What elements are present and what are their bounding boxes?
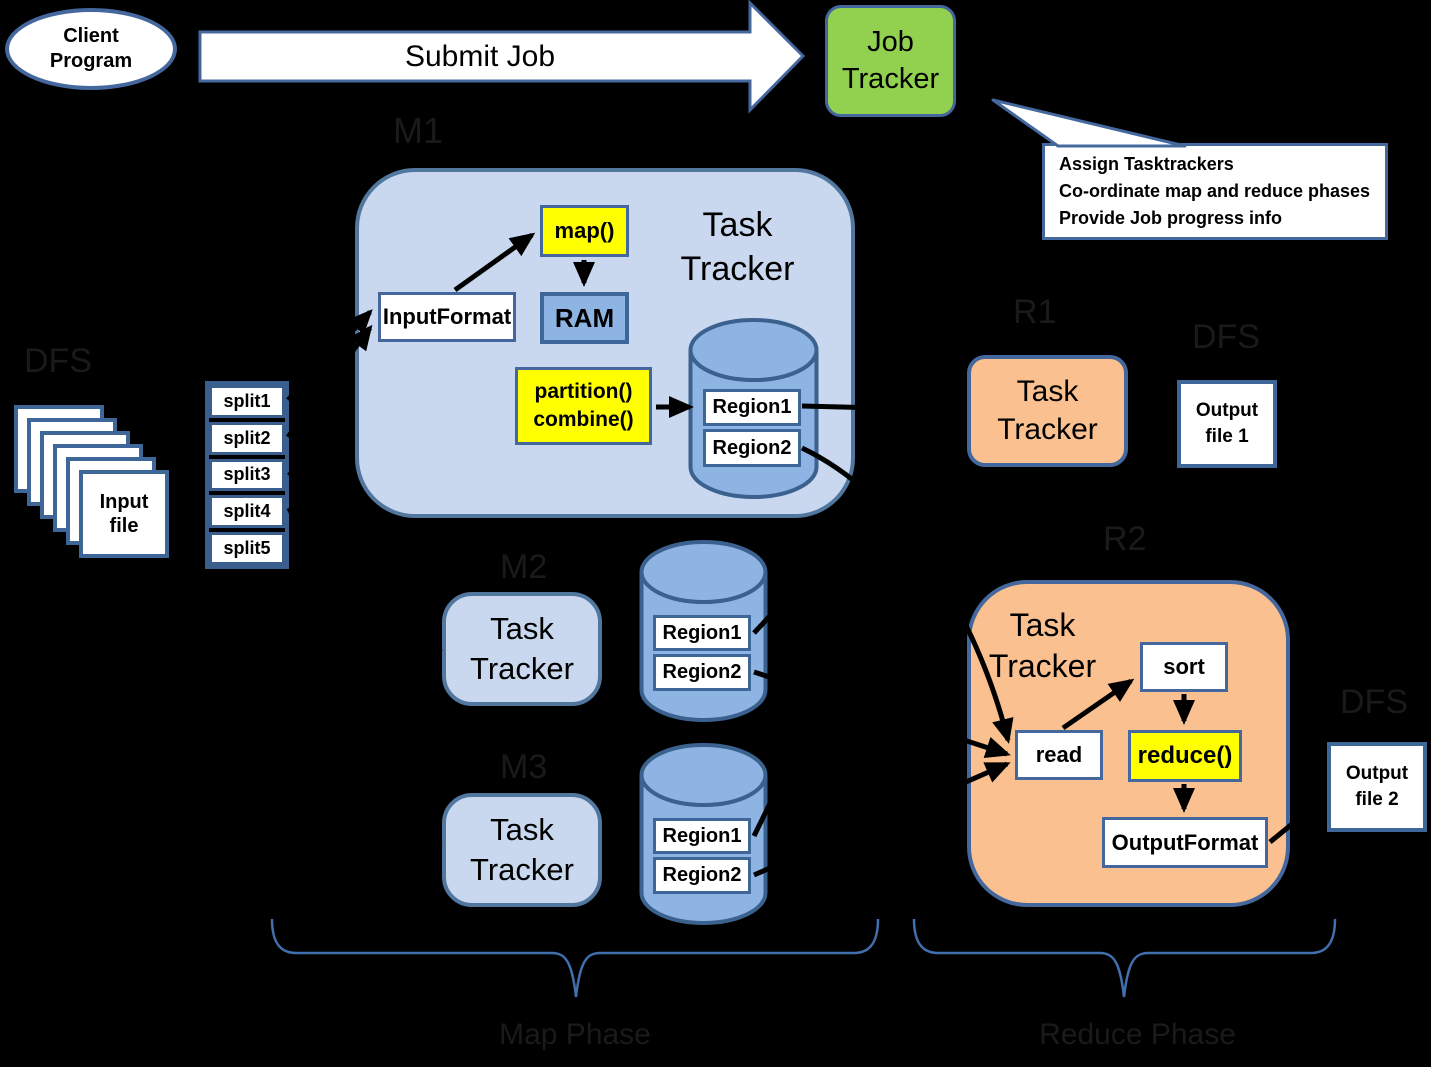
r2-title-line1: Task	[1009, 607, 1076, 643]
splits-stack: split1 split2 split3 split4 split5	[205, 381, 289, 569]
split-item: split2	[209, 421, 285, 455]
m3-region1-label: Region1	[662, 824, 742, 847]
callout-line1: Assign Tasktrackers	[1059, 154, 1234, 174]
m1-region2-node: Region2	[703, 429, 801, 467]
input-format-node: InputFormat	[378, 292, 516, 342]
input-file-front: Input file	[79, 470, 169, 558]
m3-title-line1: Task	[490, 812, 554, 848]
client-program-node: Client Program	[5, 8, 177, 90]
output-file1-line1: Output	[1195, 400, 1259, 422]
output-file2-line1: Output	[1345, 763, 1409, 785]
sort-node: sort	[1140, 642, 1228, 692]
input-file-line2: file	[109, 515, 139, 537]
job-tracker-line2: Tracker	[841, 63, 940, 95]
partition-combine-node: partition() combine()	[515, 367, 652, 445]
map-phase-brace	[270, 918, 880, 998]
output-file2-line2: file 2	[1355, 789, 1399, 810]
output-format-node: OutputFormat	[1102, 817, 1268, 868]
input-format-label: InputFormat	[382, 304, 512, 329]
m2-region1-node: Region1	[653, 615, 751, 651]
r1-title-line2: Tracker	[997, 413, 1098, 446]
m2-title-line2: Tracker	[470, 651, 574, 686]
m1-title-line1: Task	[702, 206, 773, 244]
partition-label: partition()	[534, 379, 633, 403]
split-item: split5	[209, 532, 285, 565]
callout-pointer	[991, 98, 1187, 148]
m2-region1-label: Region1	[662, 621, 742, 644]
callout-line3: Provide Job progress info	[1059, 208, 1283, 228]
dfs-r2-label: DFS	[1340, 683, 1408, 721]
m2-title-line1: Task	[490, 611, 554, 647]
dfs-left-label: DFS	[24, 342, 92, 380]
output-format-label: OutputFormat	[1111, 829, 1259, 855]
m3-tag: M3	[500, 748, 548, 786]
output-file-1-node: Output file 1	[1177, 380, 1277, 468]
r2-title-line2: Tracker	[988, 647, 1097, 684]
m1-region2-label: Region2	[712, 436, 792, 459]
job-tracker-callout: Assign Tasktrackers Co-ordinate map and …	[1042, 143, 1388, 240]
reduce-fn-node: reduce()	[1128, 730, 1242, 782]
reduce-fn-label: reduce()	[1137, 742, 1233, 769]
reduce-phase-label: Reduce Phase	[1039, 1018, 1236, 1051]
combine-label: combine()	[533, 408, 634, 431]
m3-region2-node: Region2	[653, 857, 751, 894]
arrow-split-to-m3	[286, 506, 443, 850]
dfs-r1-label: DFS	[1192, 318, 1260, 356]
m1-region1-node: Region1	[703, 389, 801, 426]
m2-region2-label: Region2	[662, 661, 742, 683]
map-fn-node: map()	[540, 205, 629, 257]
split-item: split3	[209, 458, 285, 492]
sort-label: sort	[1163, 654, 1205, 679]
submit-job-text: Submit Job	[404, 40, 556, 73]
output-file1-line2: file 1	[1205, 426, 1249, 447]
reduce-phase-brace	[912, 918, 1337, 998]
r1-task-tracker-box: Task Tracker	[967, 355, 1128, 467]
r1-tag: R1	[1013, 293, 1057, 331]
m3-task-tracker-box: Task Tracker	[442, 793, 602, 907]
r2-tag: R2	[1103, 520, 1147, 558]
r1-title-line1: Task	[1016, 374, 1079, 408]
map-fn-label: map()	[554, 218, 615, 243]
output-file-2-node: Output file 2	[1327, 742, 1427, 832]
ram-node: RAM	[540, 292, 629, 344]
callout-line2: Co-ordinate map and reduce phases	[1059, 181, 1371, 201]
client-program-line1: Client	[63, 25, 119, 47]
input-file-line1: Input	[99, 491, 149, 513]
client-program-line2: Program	[49, 50, 133, 72]
m3-title-line2: Tracker	[470, 852, 574, 887]
m1-region1-label: Region1	[712, 396, 792, 418]
m2-region2-node: Region2	[653, 654, 751, 691]
split-item: split1	[209, 385, 285, 418]
map-phase-label: Map Phase	[499, 1018, 651, 1051]
job-tracker-line1: Job	[867, 25, 914, 58]
m1-tag: M1	[393, 110, 444, 151]
read-label: read	[1035, 742, 1083, 767]
split-item: split4	[209, 495, 285, 529]
m3-region2-label: Region2	[662, 864, 742, 886]
m2-task-tracker-box: Task Tracker	[442, 592, 602, 706]
ram-label: RAM	[554, 302, 615, 333]
m2-tag: M2	[500, 548, 548, 586]
read-node: read	[1015, 730, 1103, 780]
r2-title: Task Tracker	[975, 605, 1110, 687]
m1-title: Task Tracker	[655, 204, 820, 291]
submit-job-label: Submit Job	[330, 36, 630, 78]
m3-region1-node: Region1	[653, 818, 751, 854]
m1-title-line2: Tracker	[680, 249, 795, 288]
job-tracker-node: Job Tracker	[825, 5, 956, 117]
arrow-r1-to-outputfile1	[1129, 406, 1172, 428]
